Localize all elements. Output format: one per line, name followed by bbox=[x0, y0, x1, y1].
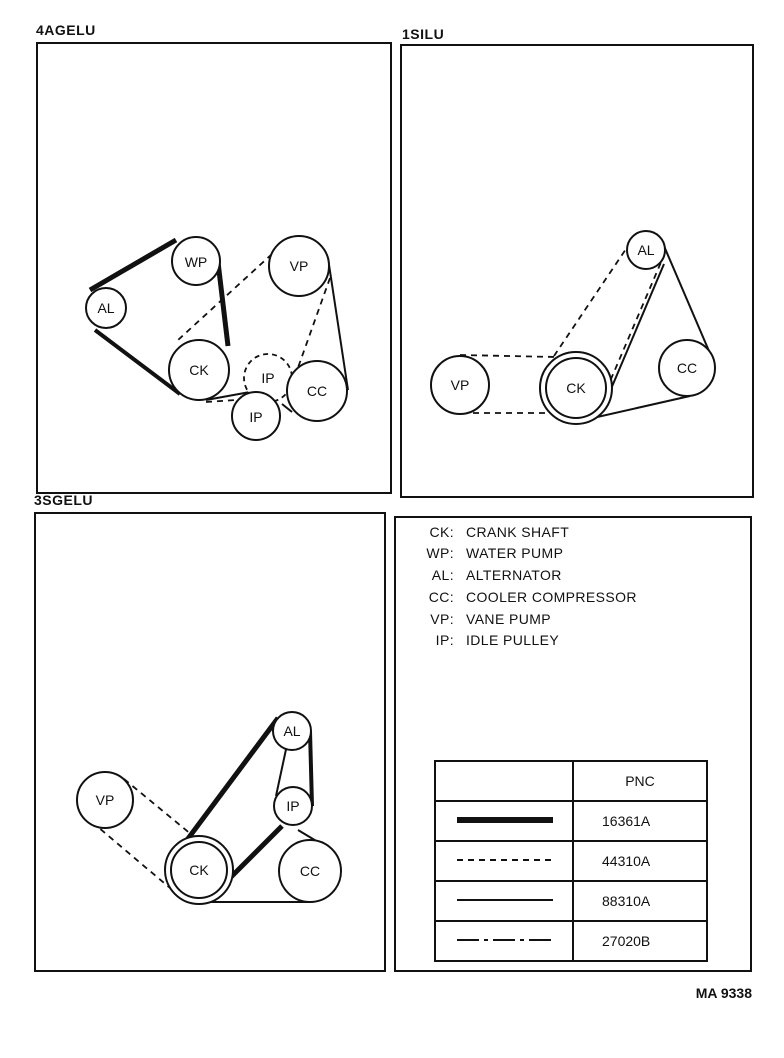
diagram-3sgelu: VP AL IP CK CC bbox=[76, 711, 342, 905]
pulley-label-al: AL bbox=[283, 723, 300, 739]
line-sample-dashed bbox=[434, 840, 574, 882]
pulley-cc bbox=[286, 360, 348, 422]
pnc-code: 44310A bbox=[572, 840, 708, 882]
panel-4agelu bbox=[36, 42, 392, 494]
pnc-header-row: PNC bbox=[434, 760, 708, 802]
pulley-ck bbox=[168, 339, 230, 401]
pnc-table: PNC 16361A 44310A 88310A 27020B bbox=[434, 760, 708, 962]
belt-solid-vp-cc bbox=[327, 257, 349, 391]
belt-thick-al-ck bbox=[93, 328, 182, 396]
belt-dashed-vp-ck-top bbox=[459, 354, 557, 358]
pulley-ck-inner bbox=[545, 357, 607, 419]
pulley-ip bbox=[273, 786, 313, 826]
pulley-vp bbox=[76, 771, 134, 829]
pulley-cc bbox=[278, 839, 342, 903]
pulley-label-al: AL bbox=[97, 300, 114, 316]
pulley-label-wp: WP bbox=[185, 254, 208, 270]
pnc-code: 88310A bbox=[572, 880, 708, 922]
belt-dashed-vp-ck-bottom bbox=[91, 821, 171, 889]
legend-code: WP: bbox=[426, 545, 454, 561]
belt-solid-ck-cc bbox=[583, 395, 691, 421]
panel-title-4agelu: 4AGELU bbox=[36, 22, 96, 38]
belt-thick-wp-ck bbox=[215, 261, 231, 347]
belt-thick-al-ip bbox=[308, 730, 314, 807]
legend-name: CRANK SHAFT bbox=[466, 524, 570, 540]
pnc-header: PNC bbox=[572, 760, 708, 802]
line-sample-thick-solid bbox=[434, 800, 574, 842]
pulley-label-vp: VP bbox=[290, 258, 309, 274]
belt-solid-al-cc bbox=[663, 245, 713, 359]
legend-code: IP: bbox=[435, 632, 454, 648]
pulley-label-al: AL bbox=[637, 242, 654, 258]
legend-item: WP: WATER PUMP bbox=[414, 545, 563, 561]
pnc-code: 27020B bbox=[572, 920, 708, 962]
belt-dashed-ck-al bbox=[553, 242, 631, 357]
pulley-ck-inner bbox=[170, 841, 228, 899]
pulley-ip-solid bbox=[231, 391, 281, 441]
pulley-label-vp: VP bbox=[451, 377, 470, 393]
legend-code: CK: bbox=[429, 524, 454, 540]
panel-3sgelu bbox=[34, 512, 386, 972]
pulley-al bbox=[85, 287, 127, 329]
belt-solid-ck-al bbox=[607, 263, 665, 397]
pulley-vp bbox=[430, 355, 490, 415]
pulley-vp bbox=[268, 235, 330, 297]
legend-item: IP: IDLE PULLEY bbox=[414, 632, 559, 648]
pulley-label-ip-upper: IP bbox=[261, 370, 274, 386]
belt-thick-al-wp bbox=[88, 237, 178, 293]
line-sample-solid bbox=[434, 880, 574, 922]
legend-name: IDLE PULLEY bbox=[466, 632, 560, 648]
panel-title-3sgelu: 3SGELU bbox=[34, 492, 94, 508]
pnc-header-blank bbox=[434, 760, 574, 802]
legend-name: VANE PUMP bbox=[466, 611, 552, 627]
belt-thick-ck-al bbox=[181, 716, 281, 846]
belt-dashed-al-ck bbox=[601, 259, 663, 401]
legend-code: CC: bbox=[428, 589, 454, 605]
belt-solid-ck-ip bbox=[205, 391, 251, 401]
pulley-label-ck: CK bbox=[189, 362, 209, 378]
pulley-label-ip: IP bbox=[286, 798, 299, 814]
figure-code: MA 9338 bbox=[695, 985, 752, 1001]
belt-solid-ip-cc bbox=[281, 403, 293, 413]
pulley-label-ck: CK bbox=[566, 380, 586, 396]
pulley-al bbox=[626, 230, 666, 270]
diagram-1silu: VP CK AL CC bbox=[430, 230, 716, 425]
pulley-label-cc: CC bbox=[300, 863, 320, 879]
legend-name: COOLER COMPRESSOR bbox=[466, 589, 637, 605]
pulley-label-ck: CK bbox=[189, 862, 209, 878]
pulley-label-ip-lower: IP bbox=[249, 409, 262, 425]
pulley-wp bbox=[171, 236, 221, 286]
panel-1silu bbox=[400, 44, 754, 498]
legend-item: AL: ALTERNATOR bbox=[414, 567, 562, 583]
panel-title-1silu: 1SILU bbox=[402, 26, 445, 42]
belt-dashed-ck-ip bbox=[205, 399, 237, 403]
legend-item: CC: COOLER COMPRESSOR bbox=[414, 589, 637, 605]
pulley-cc bbox=[658, 339, 716, 397]
pulley-label-vp: VP bbox=[96, 792, 115, 808]
line-sample-dash-dot bbox=[434, 920, 574, 962]
diagram-4agelu: AL WP VP CK IP CC IP bbox=[85, 235, 349, 441]
legend-name: ALTERNATOR bbox=[466, 567, 562, 583]
legend-name: WATER PUMP bbox=[466, 545, 564, 561]
pnc-row: 44310A bbox=[434, 840, 708, 882]
pulley-label-cc: CC bbox=[677, 360, 697, 376]
pulley-label-cc: CC bbox=[307, 383, 327, 399]
pnc-row: 27020B bbox=[434, 920, 708, 962]
pulley-al bbox=[272, 711, 312, 751]
legend-code: VP: bbox=[430, 611, 454, 627]
legend-item: CK: CRANK SHAFT bbox=[414, 524, 569, 540]
pnc-code: 16361A bbox=[572, 800, 708, 842]
legend-item: VP: VANE PUMP bbox=[414, 611, 551, 627]
belt-dashed-vp-ck-top bbox=[123, 778, 193, 836]
pnc-row: 16361A bbox=[434, 800, 708, 842]
panel-legend bbox=[394, 516, 752, 972]
legend-code: AL: bbox=[431, 567, 454, 583]
pnc-row: 88310A bbox=[434, 880, 708, 922]
